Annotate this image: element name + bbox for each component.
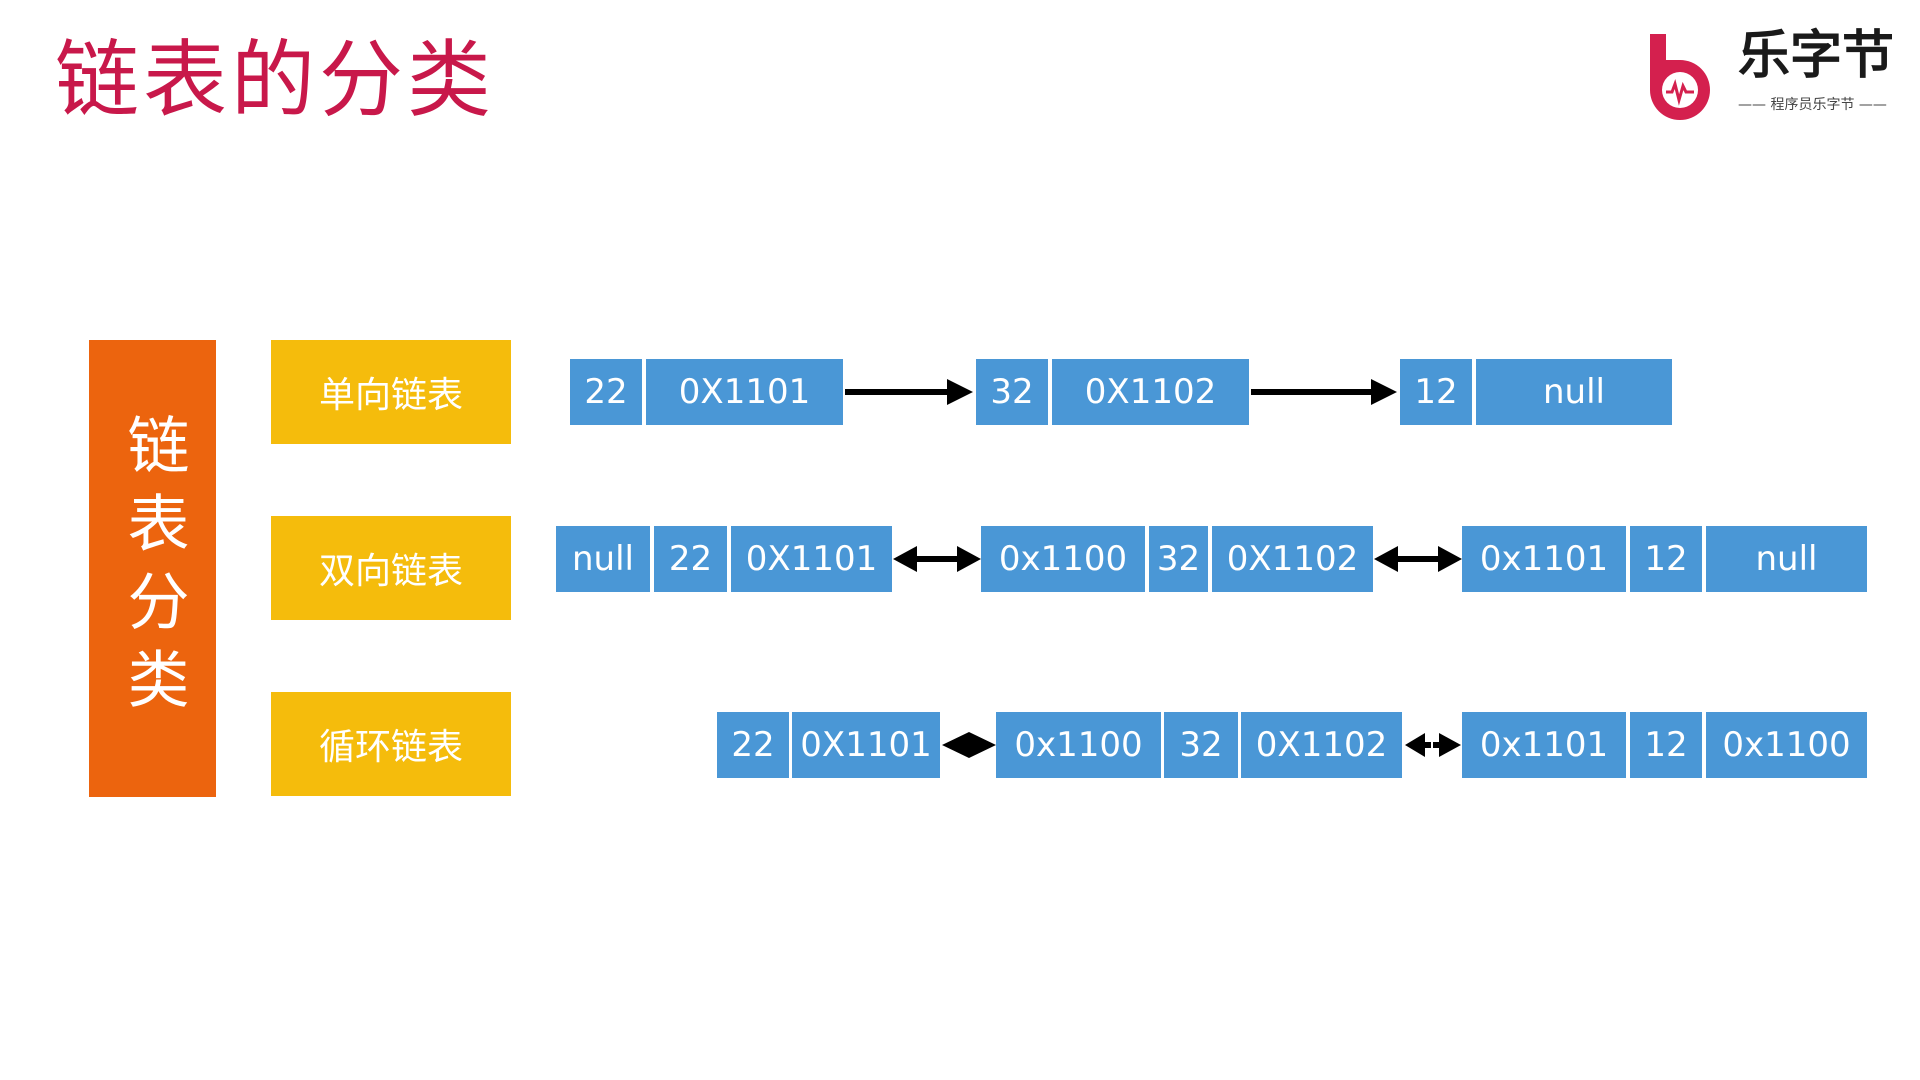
brand-logo: 乐字节 —— 程序员乐字节 ——: [1640, 28, 1900, 123]
singly-arrow-2: [1251, 379, 1397, 405]
classification-label: 链表分类: [89, 340, 216, 797]
circular-node1-data: 22: [717, 712, 789, 778]
circular-node3-data: 12: [1630, 712, 1702, 778]
logo-name: 乐字节: [1738, 26, 1895, 86]
doubly-node2-next: 0X1102: [1212, 526, 1373, 592]
circular-arrow-1: [942, 732, 996, 758]
doubly-node2-data: 32: [1149, 526, 1208, 592]
doubly-node2-prev: 0x1100: [981, 526, 1145, 592]
singly-node3-next: null: [1476, 359, 1672, 425]
classification-label-text: 链表分类: [116, 412, 190, 725]
category-circular: 循环链表: [271, 692, 511, 796]
singly-node1-data: 22: [570, 359, 642, 425]
doubly-node3-prev: 0x1101: [1462, 526, 1626, 592]
doubly-node3-next: null: [1706, 526, 1867, 592]
doubly-node1-prev: null: [556, 526, 650, 592]
circular-node2-next: 0X1102: [1241, 712, 1402, 778]
doubly-arrow-1: [893, 546, 981, 572]
circular-node2-prev: 0x1100: [996, 712, 1161, 778]
circular-node3-prev: 0x1101: [1462, 712, 1626, 778]
circular-node1-next: 0X1101: [792, 712, 940, 778]
singly-arrow-1: [845, 379, 973, 405]
doubly-node1-next: 0X1101: [731, 526, 892, 592]
circular-arrow-2: [1405, 733, 1461, 757]
category-singly: 单向链表: [271, 340, 511, 444]
singly-node3-data: 12: [1400, 359, 1472, 425]
doubly-node3-data: 12: [1630, 526, 1702, 592]
circular-node3-next: 0x1100: [1706, 712, 1867, 778]
singly-node2-data: 32: [976, 359, 1048, 425]
page-title: 链表的分类: [55, 31, 496, 129]
doubly-node1-data: 22: [654, 526, 727, 592]
singly-node1-next: 0X1101: [646, 359, 843, 425]
logo-headphone-icon: [1650, 34, 1710, 120]
category-doubly: 双向链表: [271, 516, 511, 620]
circular-node2-data: 32: [1164, 712, 1238, 778]
logo-tagline: —— 程序员乐字节 ——: [1738, 97, 1887, 113]
doubly-arrow-2: [1374, 546, 1462, 572]
singly-node2-next: 0X1102: [1052, 359, 1249, 425]
